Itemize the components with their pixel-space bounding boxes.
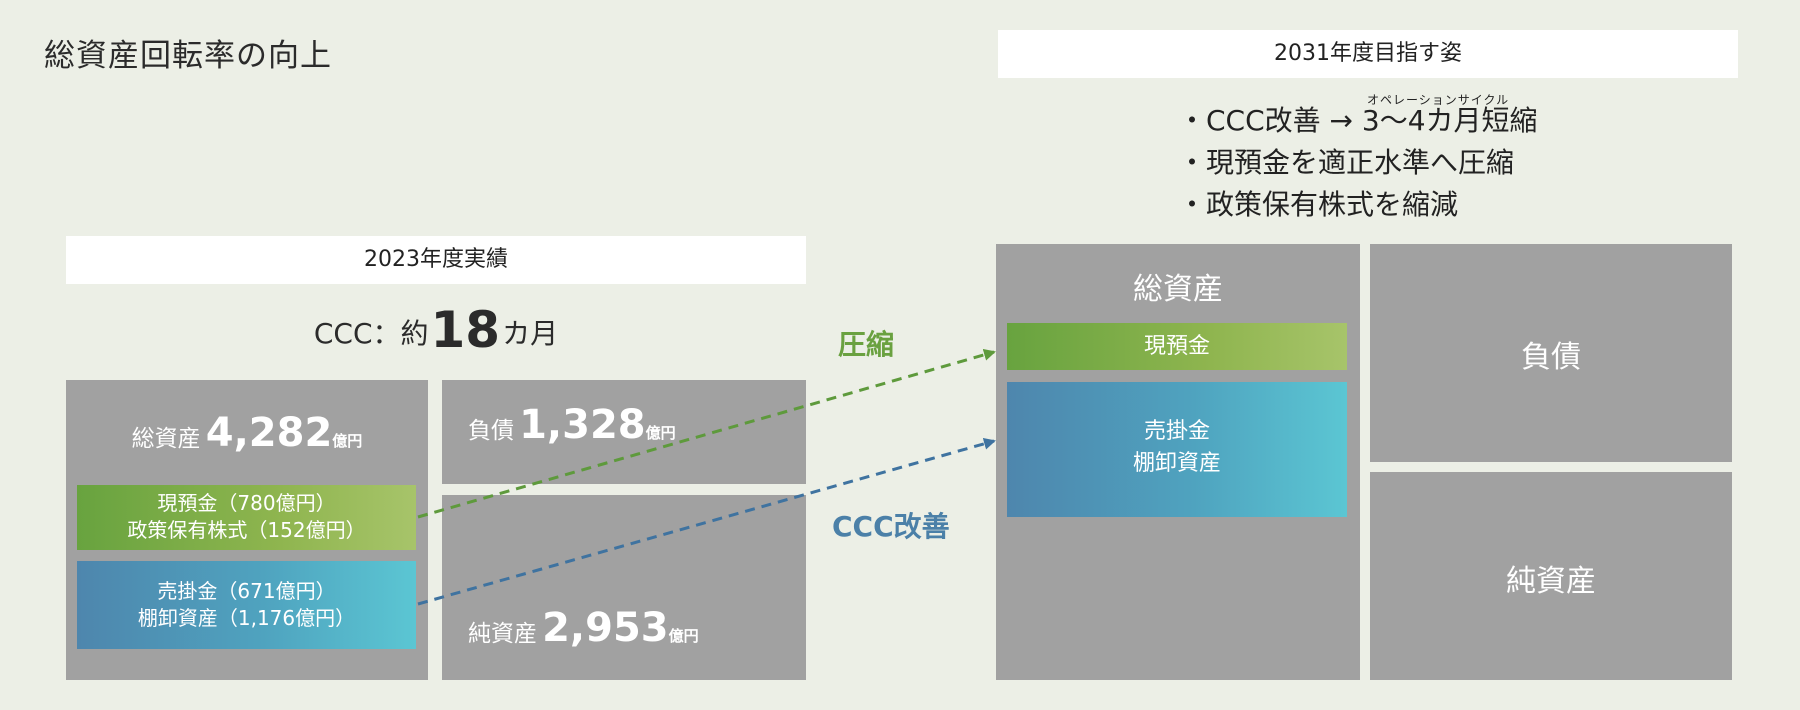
target-net-assets-label: 純資産 <box>1506 564 1596 599</box>
net-assets-box: 純資産 2,953億円 <box>442 495 806 680</box>
target-receivables-line: 売掛金 <box>1143 419 1210 444</box>
operation-cycle-ruby: オペレーションサイクル <box>1367 93 1510 107</box>
total-assets-unit: 億円 <box>332 432 363 450</box>
total-assets-label: 総資産 <box>131 426 201 452</box>
liabilities-box: 負債 1,328億円 <box>442 380 806 484</box>
inventory-line: 棚卸資産（1,176億円） <box>137 606 356 630</box>
target-total-assets-label: 総資産 <box>1133 272 1223 307</box>
ccc-current: CCC：約18カ月 <box>66 300 806 364</box>
compress-arrow <box>417 348 996 519</box>
liabilities-heading: 負債 1,328億円 <box>468 402 676 448</box>
banner-2023-results: 2023年度実績 <box>66 236 806 284</box>
liabilities-value: 1,328 <box>519 402 646 448</box>
bullet-cash: ・現預金を適正水準へ圧縮 <box>1178 146 1515 179</box>
target-net-assets-box: 純資産 <box>1370 472 1732 680</box>
banner-2031-target: 2031年度目指す姿 <box>998 30 1738 78</box>
liabilities-unit: 億円 <box>645 424 676 442</box>
cash-securities-box: 現預金（780億円） 政策保有株式（152億円） <box>77 485 416 550</box>
ccc-number: 18 <box>430 301 501 359</box>
compress-label: 圧縮 <box>838 328 895 361</box>
net-assets-unit: 億円 <box>668 627 699 645</box>
total-assets-value: 4,282 <box>205 410 333 456</box>
target-liabilities-label: 負債 <box>1521 340 1581 375</box>
net-assets-label: 純資産 <box>468 621 537 647</box>
ccc-suffix: カ月 <box>502 317 559 350</box>
net-assets-heading: 純資産 2,953億円 <box>468 605 699 651</box>
target-inventory-line: 棚卸資産 <box>1132 451 1221 476</box>
receivables-inventory-box: 売掛金（671億円） 棚卸資産（1,176億円） <box>77 561 416 649</box>
bullet-ccc: ・CCC改善 → 3〜4カ月短縮 <box>1178 104 1538 137</box>
cash-line: 現預金（780億円） <box>157 491 336 515</box>
liabilities-label: 負債 <box>468 418 514 444</box>
receivables-line: 売掛金（671億円） <box>157 579 336 603</box>
bullet-securities: ・政策保有株式を縮減 <box>1178 188 1459 221</box>
page-title: 総資産回転率の向上 <box>44 38 332 74</box>
ccc-prefix: CCC：約 <box>313 317 429 350</box>
securities-line: 政策保有株式（152億円） <box>127 518 366 542</box>
net-assets-value: 2,953 <box>542 605 669 651</box>
ccc-improvement-label: CCC改善 <box>832 510 950 543</box>
target-liabilities-box: 負債 <box>1370 244 1732 462</box>
target-cash-box: 現預金 <box>1007 323 1347 370</box>
target-bullets: ・CCC改善 → 3〜4カ月短縮 ・現預金を適正水準へ圧縮 ・政策保有株式を縮減 <box>1178 100 1538 226</box>
target-receivables-box: 売掛金 棚卸資産 <box>1007 382 1347 517</box>
total-assets-heading: 総資産 4,282億円 <box>66 410 428 456</box>
ccc-improvement-arrow <box>417 437 996 606</box>
